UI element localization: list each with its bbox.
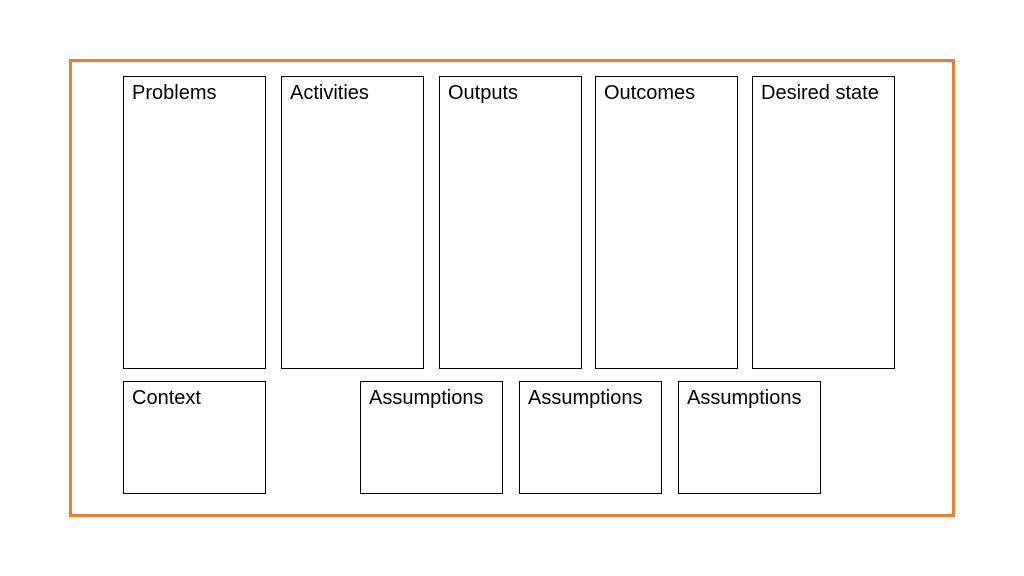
assumptions-label-3: Assumptions — [687, 387, 802, 409]
problems-label: Problems — [132, 82, 217, 104]
activities-box: Activities — [281, 76, 424, 369]
desired-state-box: Desired state — [752, 76, 895, 369]
assumptions-box-2: Assumptions — [519, 381, 662, 494]
context-box: Context — [123, 381, 266, 494]
outputs-label: Outputs — [448, 82, 519, 104]
outcomes-box: Outcomes — [595, 76, 738, 369]
assumptions-box-1: Assumptions — [360, 381, 503, 494]
desired-state-label: Desired state — [761, 82, 879, 104]
diagram-frame — [69, 59, 955, 517]
context-label: Context — [132, 387, 201, 409]
activities-label: Activities — [290, 82, 369, 104]
assumptions-box-3: Assumptions — [678, 381, 821, 494]
assumptions-label-1: Assumptions — [369, 387, 484, 409]
outcomes-label: Outcomes — [604, 82, 696, 104]
outputs-box: Outputs — [439, 76, 582, 369]
problems-box: Problems — [123, 76, 266, 369]
assumptions-label-2: Assumptions — [528, 387, 643, 409]
